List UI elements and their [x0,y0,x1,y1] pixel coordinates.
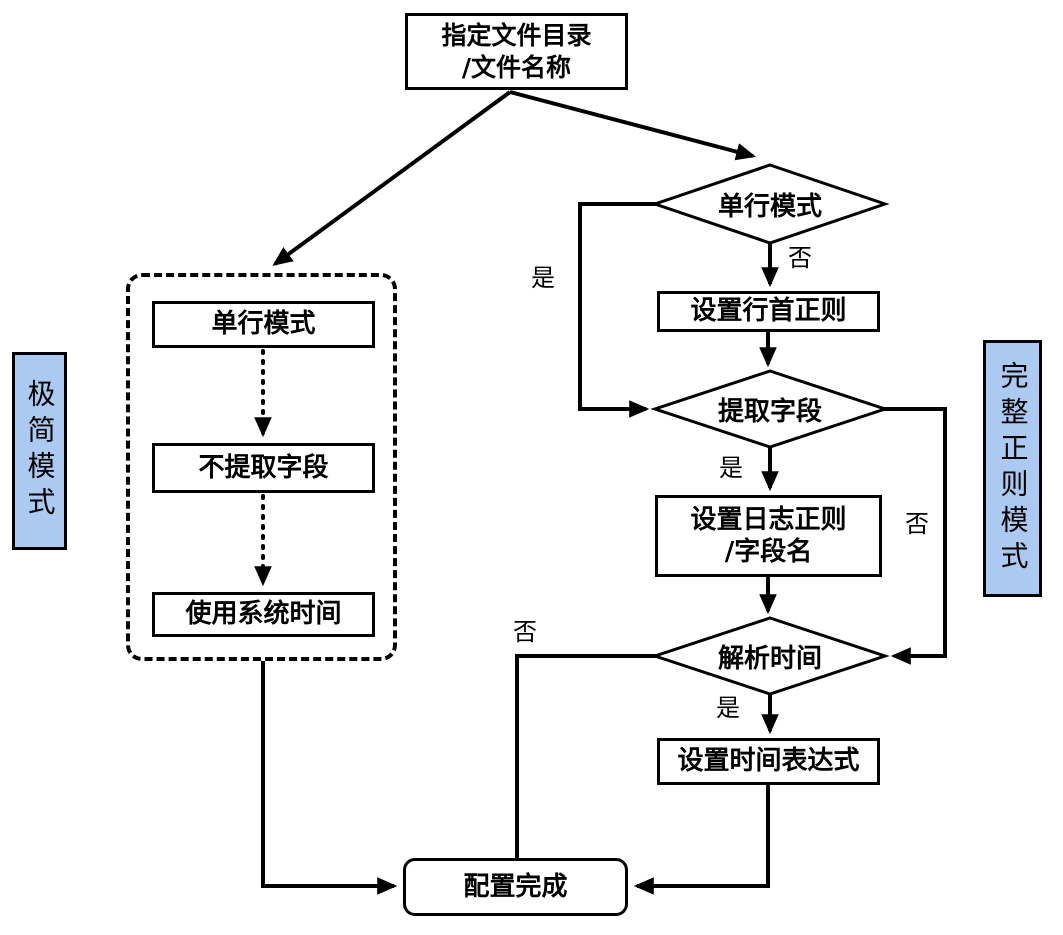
edge-p3-to-complete [633,785,770,895]
line-start-regex-box: 设置行首正则 [657,291,880,332]
edge-start-to-decision [509,90,757,161]
use-system-time-box: 使用系统时间 [152,592,375,637]
start-node-line2: /文件名称 [461,52,572,82]
no-extract-fields-box: 不提取字段 [152,443,375,493]
time-expression-box: 设置时间表达式 [657,738,880,785]
edge-d1-yes [578,202,657,418]
minimal-mode-group [126,273,397,661]
edge-minimal-to-complete [261,661,398,895]
full-regex-mode-label: 完整正则模式 [983,340,1042,597]
edge-label-parse-time-yes: 是 [716,694,740,722]
single-line-decision-shape [650,163,890,245]
start-node: 指定文件目录 /文件名称 [405,13,628,90]
single-line-mode-box: 单行模式 [152,301,375,348]
edge-label-extract-fields-no: 否 [905,510,929,538]
edge-label-single-line-yes: 是 [531,264,555,292]
extract-fields-decision-shape [650,369,890,449]
edge-d3-no [515,654,657,858]
edge-label-parse-time-no: 否 [513,618,537,646]
edge-start-to-minimal [272,90,512,266]
log-regex-box-line2: /字段名 [724,537,813,567]
edge-d2-no [883,407,947,665]
parse-time-decision-shape [650,616,890,696]
complete-box: 配置完成 [403,858,628,916]
edge-label-single-line-no: 否 [788,244,812,272]
edge-label-extract-fields-yes: 是 [719,454,743,482]
log-regex-box: 设置日志正则 /字段名 [655,495,882,577]
log-regex-box-line1: 设置日志正则 [690,504,847,535]
minimal-mode-label: 极简模式 [12,352,67,550]
start-node-line1: 指定文件目录 [441,21,592,51]
